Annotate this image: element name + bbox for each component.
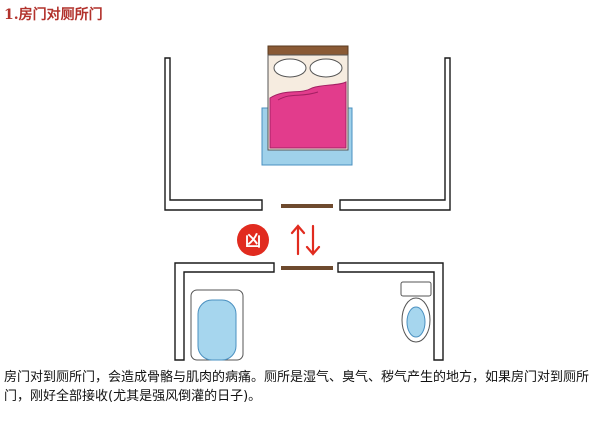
blanket-fold — [277, 91, 319, 101]
bathroom-door — [281, 266, 333, 270]
article-caption: 房门对到厕所门，会造成骨骼与肌肉的病痛。厕所是湿气、臭气、秽气产生的地方，如果房… — [4, 370, 590, 404]
bedroom — [164, 45, 451, 211]
warning-badge: 凶 — [237, 224, 269, 256]
toilet — [400, 281, 432, 343]
down-arrow — [305, 224, 321, 256]
toilet-seat — [406, 306, 426, 338]
bed-blanket — [269, 81, 347, 149]
bedroom-right-wall — [339, 57, 451, 211]
facing-arrows — [290, 224, 321, 256]
section-heading: 1.房门对厕所门 — [4, 7, 103, 23]
bedroom-door — [281, 204, 333, 208]
bedroom-walls — [164, 57, 451, 211]
warning-badge-circle — [237, 224, 269, 256]
bathtub — [190, 289, 244, 361]
bed — [261, 45, 353, 166]
bathroom-right-wall — [337, 262, 444, 361]
left-pillow — [273, 58, 307, 78]
right-pillow — [309, 58, 343, 78]
bathtub-basin — [197, 299, 237, 361]
bathroom-walls — [174, 262, 444, 361]
bathroom-left-wall — [174, 262, 275, 361]
warning-badge-text: 凶 — [245, 231, 261, 250]
bathroom — [174, 262, 444, 361]
up-arrow — [290, 224, 306, 256]
bedroom-left-wall — [164, 57, 263, 211]
toilet-tank — [400, 281, 432, 297]
